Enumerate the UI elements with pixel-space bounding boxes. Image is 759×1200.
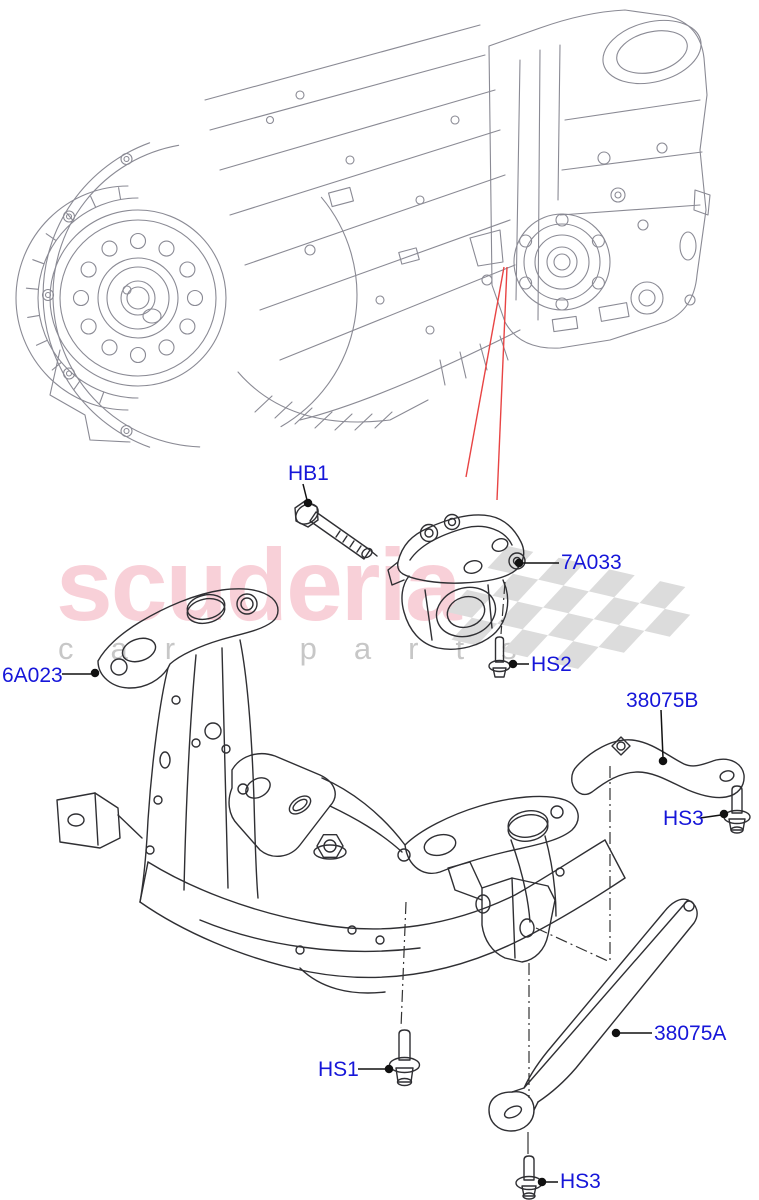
callout-hb1[interactable]: HB1: [288, 462, 329, 485]
mount-7a033-art: [387, 513, 526, 650]
bracket-38075b-art: [571, 736, 745, 799]
transmission-illustration: [15, 9, 711, 448]
callout-hs2[interactable]: HS2: [531, 653, 572, 676]
bolt-hs1-art: [388, 1029, 421, 1087]
assembly-centerlines: [400, 581, 611, 1098]
callout-leaders: [62, 483, 729, 1187]
bolt-hs2-art: [488, 636, 511, 678]
watermark-brand: scuderia: [56, 528, 462, 642]
parts-line-art: [56, 500, 751, 1200]
checkered-flag-icon: [446, 546, 691, 669]
callout-hs3-lower[interactable]: HS3: [560, 1170, 601, 1193]
callout-6a023[interactable]: 6A023: [2, 664, 63, 687]
subframe-6a023-art: [56, 588, 626, 994]
bracket-38075a-art: [488, 898, 698, 1132]
callout-7a033[interactable]: 7A033: [561, 551, 622, 574]
callout-hs3-upper[interactable]: HS3: [663, 807, 704, 830]
red-locator-lines: [465, 266, 508, 501]
bolt-hb1-art: [294, 500, 378, 560]
bolt-hs3-lower-art: [515, 1155, 543, 1200]
callout-38075b[interactable]: 38075B: [626, 689, 699, 712]
callout-hs1[interactable]: HS1: [318, 1058, 359, 1081]
callout-38075a[interactable]: 38075A: [654, 1022, 727, 1045]
bolt-hs3-upper-art: [723, 785, 751, 834]
